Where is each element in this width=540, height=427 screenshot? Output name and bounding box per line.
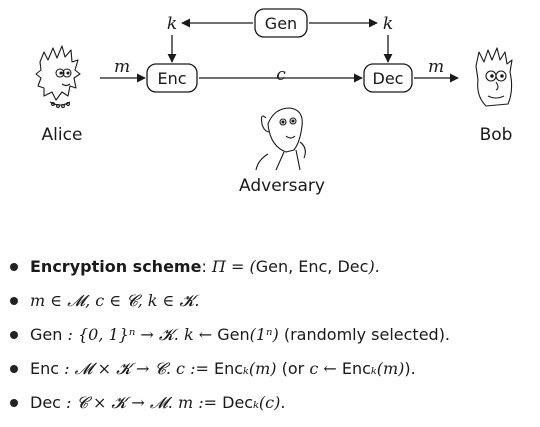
bullet-text-segment: (randomly selected).: [278, 325, 451, 344]
gen-label: Gen: [265, 14, 297, 33]
bullet-text-segment: (or: [276, 359, 310, 378]
bullet-text-segment: ₖ(c).: [253, 393, 286, 412]
spaces-bullet: m ∈ 𝓜, c ∈ 𝓒, k ∈ 𝓚.: [10, 284, 538, 318]
bullet-text-segment: Gen: [217, 325, 250, 344]
message-in-label: m: [114, 57, 130, 77]
bullet-text-segment: Enc: [213, 359, 244, 378]
enc-node: Enc: [146, 63, 198, 93]
bullet-text-segment: m ∈ 𝓜, c ∈ 𝓒, k ∈ 𝓚.: [30, 291, 200, 310]
right-key-label: k: [383, 14, 393, 34]
dec-label: Dec: [373, 69, 404, 88]
adversary-label: Adversary: [239, 176, 325, 196]
bullet-text-segment: : {0, 1}ⁿ → 𝓚. k ←: [62, 325, 218, 344]
bullet-text-segment: Enc: [341, 359, 371, 378]
ciphertext-label: c: [276, 65, 286, 85]
dec-node: Dec: [363, 63, 413, 93]
bullet-text-segment: Gen, Enc, Dec: [255, 257, 369, 276]
bullet-text-segment: Encryption scheme: [30, 257, 202, 276]
bullet-text-segment: : 𝓒 × 𝓚 → 𝓜. m :=: [60, 393, 223, 412]
bullet-text-segment: ₖ(m): [243, 359, 277, 378]
bob-icon: [475, 47, 513, 107]
encryption-scheme-bullet: Encryption scheme: Π = (Gen, Enc, Dec).: [10, 250, 538, 284]
bullet-text-segment: Dec: [30, 393, 61, 412]
bullet-text-segment: Enc: [30, 359, 60, 378]
adversary-icon: [255, 107, 306, 171]
bullet-text-segment: ).: [404, 359, 416, 378]
bullet-text-segment: c ←: [309, 359, 342, 378]
enc-bullet: Enc : 𝓜 × 𝓚 → 𝓒. c := Encₖ(m) (or c ← En…: [10, 352, 538, 386]
bullet-text-segment: ₖ(m): [370, 359, 405, 378]
gen-node: Gen: [254, 8, 308, 38]
message-out-label: m: [428, 57, 444, 77]
gen-bullet: Gen : {0, 1}ⁿ → 𝓚. k ← Gen(1ⁿ) (randomly…: [10, 318, 538, 352]
alice-icon: [35, 45, 81, 108]
definition-list: Encryption scheme: Π = (Gen, Enc, Dec). m…: [10, 250, 538, 420]
left-key-label: k: [167, 14, 177, 34]
dec-bullet: Dec : 𝓒 × 𝓚 → 𝓜. m := Decₖ(c).: [10, 386, 538, 420]
bullet-text-segment: Dec: [222, 393, 254, 412]
bullet-text-segment: : 𝓜 × 𝓚 → 𝓒. c :=: [59, 359, 214, 378]
bullet-text-segment: :: [201, 257, 212, 276]
bob-label: Bob: [480, 125, 513, 145]
enc-label: Enc: [157, 69, 186, 88]
alice-label: Alice: [42, 125, 83, 145]
bullet-text-segment: Π = (: [211, 257, 256, 276]
bullet-text-segment: ).: [368, 257, 380, 276]
bullet-text-segment: (1ⁿ): [249, 325, 279, 344]
bullet-text-segment: Gen: [30, 325, 63, 344]
